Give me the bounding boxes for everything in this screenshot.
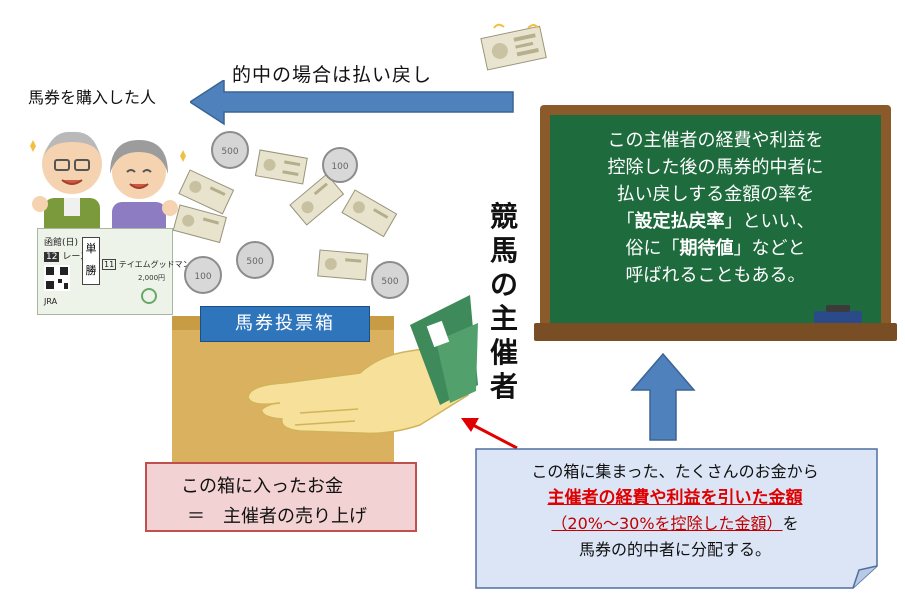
eraser-icon xyxy=(814,305,862,323)
blackboard-surface xyxy=(550,115,881,323)
ticket-qr-icon xyxy=(44,265,70,291)
ticket-price: 2,000円 xyxy=(138,274,166,282)
revenue-line-1: この箱に入ったお金 xyxy=(181,476,343,497)
organizer-char: 者 xyxy=(489,370,518,403)
svg-text:500: 500 xyxy=(221,147,238,157)
ticket-race-suffix: レース xyxy=(62,252,89,262)
blackboard-line-2: 控除した後の馬券的中者に xyxy=(607,157,824,178)
blackboard-term-expected-value: 期待値 xyxy=(679,238,734,259)
blackboard-line-3: 払い戻しする金額の率を xyxy=(616,184,815,205)
blackboard-ledge xyxy=(534,323,897,341)
revenue-line-2: ＝ 主催者の売り上げ xyxy=(187,506,367,527)
blackboard-line-5-pre: 俗に「 xyxy=(625,238,680,259)
coin-100-icon: 100 xyxy=(184,256,222,294)
svg-text:100: 100 xyxy=(331,162,348,172)
banknote-icon xyxy=(178,169,235,215)
buyer-label: 馬券を購入した人 xyxy=(28,88,157,107)
organizer-char: の xyxy=(489,268,518,301)
blackboard-line-4-post: 」といい、 xyxy=(724,211,815,232)
distribution-note: この箱に集まった、たくさんのお金から 主催者の経費や利益を引いた金額 （20%～… xyxy=(475,448,887,590)
note-shape xyxy=(475,448,878,589)
coin-100-icon: 100 xyxy=(322,147,358,183)
blackboard-line-5-post: 」などと xyxy=(733,238,806,259)
note-line-1: この箱に集まった、たくさんのお金から xyxy=(531,462,819,481)
payout-label: 的中の場合は払い戻し xyxy=(232,64,433,86)
note-line-3-paren: （20%～30%を控除した金額） xyxy=(551,514,783,533)
ballot-box-label: 馬券投票箱 xyxy=(200,306,370,342)
ticket-bet-type: 単 勝 xyxy=(82,237,100,285)
ticket-race-number: 12 レース xyxy=(44,249,89,262)
svg-text:500: 500 xyxy=(381,277,398,287)
ticket-race: 12 xyxy=(44,252,60,262)
banknote-icon xyxy=(341,189,398,238)
svg-text:100: 100 xyxy=(194,272,211,282)
organizer-char: 馬 xyxy=(489,234,518,267)
ticket-venue: 函館(日) xyxy=(44,238,79,248)
blackboard-line-5: 俗に「期待値」などと xyxy=(550,235,881,262)
blackboard-line-4-pre: 「 xyxy=(616,211,635,232)
blackboard-line-4: 「設定払戻率」といい、 xyxy=(550,208,881,235)
banknote-icon xyxy=(172,204,227,244)
note-line-2: 主催者の経費や利益を引いた金額 xyxy=(547,488,803,508)
coin-500-icon: 500 xyxy=(236,241,274,279)
revenue-box: この箱に入ったお金 ＝ 主催者の売り上げ xyxy=(145,462,417,532)
organizer-label: 競 馬 の 主 催 者 xyxy=(484,200,524,404)
organizer-char: 主 xyxy=(489,302,518,335)
ticket-logo-icon xyxy=(141,288,157,304)
banknote-icon xyxy=(254,149,308,185)
flying-banknote-icon xyxy=(480,23,547,71)
ticket-horse-no: 11 xyxy=(102,259,117,270)
blackboard-line-1: この主催者の経費や利益を xyxy=(607,130,824,151)
coin-500-icon: 500 xyxy=(211,131,249,169)
ticket-bet-type-2: 勝 xyxy=(85,264,97,277)
blackboard-text: この主催者の経費や利益を 控除した後の馬券的中者に 払い戻しする金額の率を 「設… xyxy=(550,127,881,289)
organizer-hand-icon xyxy=(247,295,478,435)
coin-500-icon: 500 xyxy=(371,261,409,299)
banknote-icon xyxy=(317,249,369,281)
payout-arrow xyxy=(190,80,514,126)
banknote-icon xyxy=(289,173,345,226)
organizer-char: 催 xyxy=(489,336,518,369)
ticket-horse: 11 テイエムグッドマン xyxy=(102,259,191,270)
ticket-horse-name: テイエムグッドマン xyxy=(118,260,191,269)
red-arrow xyxy=(461,418,518,450)
ticket-bet-type-1: 単 xyxy=(85,242,97,255)
falling-money: 500 100 100 500 500 xyxy=(172,131,409,299)
ticket-issuer: JRA xyxy=(44,297,58,306)
note-line-4: 馬券の的中者に分配する。 xyxy=(578,540,771,559)
betting-ticket: 函館(日) 12 レース JRA 単 勝 11 テイエムグッドマン 2,000円 xyxy=(37,228,191,315)
svg-text:500: 500 xyxy=(246,257,263,267)
blackboard-line-6: 呼ばれることもある。 xyxy=(625,265,806,286)
organizer-char: 競 xyxy=(489,200,518,233)
note-text: この箱に集まった、たくさんのお金から 主催者の経費や利益を引いた金額 （20%～… xyxy=(475,459,875,563)
blackboard: この主催者の経費や利益を 控除した後の馬券的中者に 払い戻しする金額の率を 「設… xyxy=(534,105,897,345)
blackboard-term-setting-rate: 設定払戻率 xyxy=(634,211,725,232)
note-line-3-post: を xyxy=(782,514,799,533)
elderly-couple-icon xyxy=(30,131,186,242)
up-arrow xyxy=(630,352,696,441)
note-line-3: （20%～30%を控除した金額）を xyxy=(475,511,875,537)
